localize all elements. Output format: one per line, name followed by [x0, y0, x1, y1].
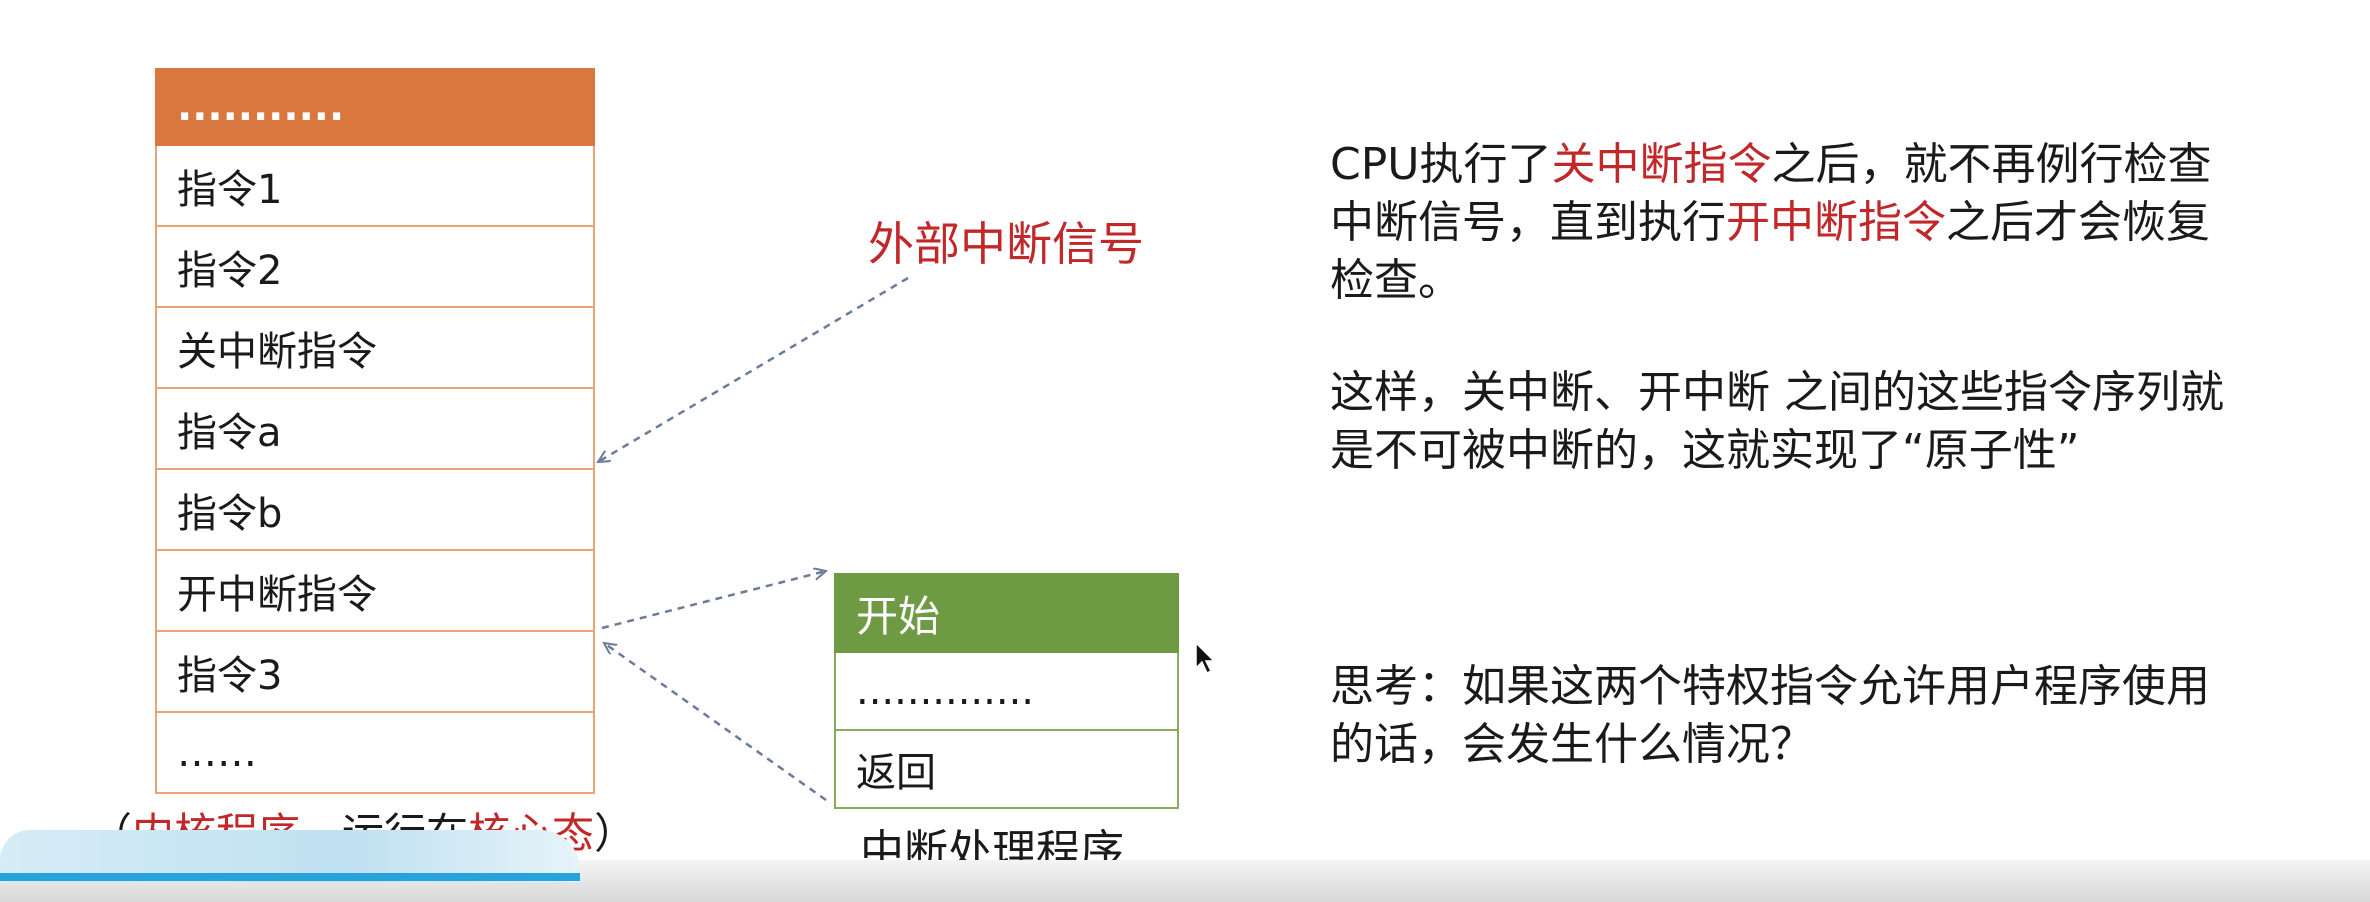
p1-disable-interrupt: 关中断指令 [1551, 139, 1772, 190]
p1-part-c: 之后，就不再例行检查中断信号，直到执行 [1330, 139, 2212, 248]
interrupt-handler-box: 开始 .............. 返回 [834, 573, 1179, 809]
stack-row-disable-interrupt: 关中断指令 [155, 308, 595, 389]
p1-part-a: CPU执行了 [1330, 139, 1552, 190]
arrow-signal-to-stack [598, 276, 909, 462]
arrow-handler-return [604, 643, 827, 802]
stack-row-instr-1: 指令1 [155, 146, 595, 227]
handler-row-start: 开始 [834, 573, 1179, 653]
bottom-progress-bar [0, 873, 580, 881]
external-interrupt-signal-label: 外部中断信号 [868, 217, 1144, 271]
handler-row-ellipsis: .............. [834, 653, 1179, 731]
explanation-paragraph-2: 这样，关中断、开中断 之间的这些指令序列就是不可被中断的，这就实现了“原子性” [1330, 367, 2224, 476]
thinking-question: 思考：如果这两个特权指令允许用户程序使用的话，会发生什么情况？ [1330, 661, 2210, 770]
p1-part-e: 之后才会恢复检查。 [1330, 197, 2210, 306]
caption-close-paren: ） [594, 809, 637, 858]
stack-row-header: ........... [155, 68, 595, 146]
stack-row-enable-interrupt: 开中断指令 [155, 551, 595, 632]
stack-row-instr-b: 指令b [155, 470, 595, 551]
mouse-cursor-icon [1195, 642, 1216, 675]
kernel-program-stack: ........... 指令1 指令2 关中断指令 指令a 指令b 开中断指令 … [155, 68, 595, 794]
stack-row-instr-3: 指令3 [155, 632, 595, 713]
p1-enable-interrupt: 开中断指令 [1726, 197, 1946, 248]
handler-row-return: 返回 [834, 731, 1179, 809]
stack-row-ellipsis: …… [155, 713, 595, 794]
stack-row-instr-2: 指令2 [155, 227, 595, 308]
bottom-band [0, 830, 2370, 902]
stack-row-instr-a: 指令a [155, 389, 595, 470]
arrow-stack-to-handler [601, 571, 826, 630]
explanation-paragraph-1: CPU执行了关中断指令之后，就不再例行检查中断信号，直到执行开中断指令之后才会恢… [1330, 136, 2230, 310]
